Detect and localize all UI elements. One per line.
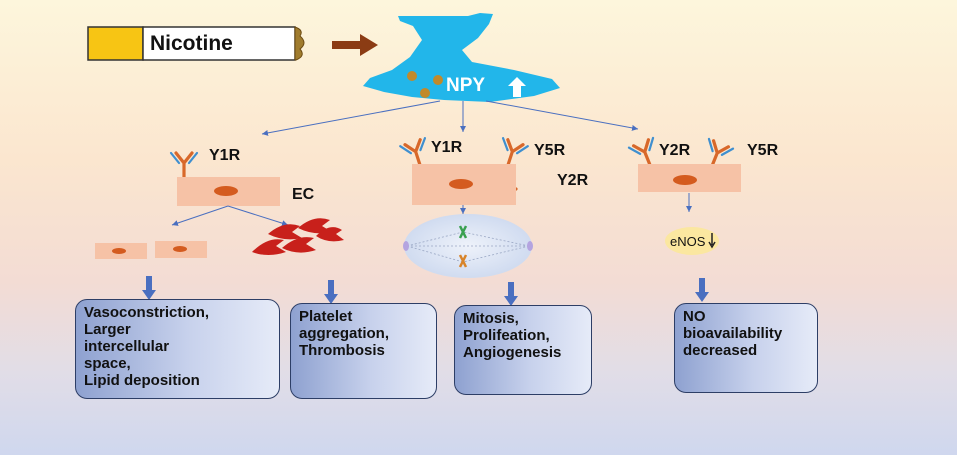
cell-label-ec: EC <box>292 186 315 203</box>
outcome-box-platelet: Platelet aggregation, Thrombosis <box>290 303 437 399</box>
cell-nucleus <box>214 186 238 196</box>
receptor-label-y2r: Y2R <box>659 142 691 159</box>
left-branch-graphics <box>95 151 344 259</box>
chromosome <box>458 225 468 239</box>
outcome-line: Platelet <box>299 308 353 325</box>
receptor-label-y5r: Y5R <box>534 142 566 159</box>
cell-nucleus <box>449 179 473 189</box>
receptor-label-y2r: Y2R <box>557 172 589 189</box>
center-branch-graphics <box>398 136 533 278</box>
outcome-line: NO <box>683 308 706 325</box>
spindle-fibers <box>406 231 530 263</box>
branch-arrow-right <box>485 100 639 131</box>
cell-nucleus <box>112 248 126 254</box>
outcome-line: bioavailability <box>683 325 783 342</box>
receptor-label-y1r: Y1R <box>431 139 463 156</box>
cell-nucleus <box>173 246 187 252</box>
vesicle <box>433 75 443 85</box>
outcome-line: decreased <box>683 342 758 359</box>
split-arrow <box>227 205 289 227</box>
chromosome <box>458 254 468 268</box>
outcome-line: Prolifeation, <box>463 327 550 344</box>
npy-label: NPY <box>446 75 486 96</box>
branch-arrow-left <box>261 100 441 136</box>
outcome-box-no-bioavailability: NO bioavailability decreased <box>674 303 818 393</box>
platelet-cluster <box>252 218 344 255</box>
outcome-box-vasoconstriction: Vasoconstriction, Larger intercellular s… <box>75 299 280 399</box>
receptor-antibody <box>169 151 199 179</box>
enos-label: eNOS <box>670 234 706 249</box>
nicotine-label: Nicotine <box>150 32 233 55</box>
centrosome <box>527 241 533 251</box>
outcome-line: intercellular <box>84 338 170 355</box>
outcome-box-mitosis: Mitosis, Prolifeation, Angiogenesis <box>454 305 592 395</box>
nicotine-cigarette <box>87 26 305 61</box>
receptor-label-y5r: Y5R <box>747 142 779 159</box>
vesicle <box>420 88 430 98</box>
down-arrow-icon <box>708 233 716 249</box>
split-arrow <box>171 205 229 226</box>
nicotine-arrow <box>332 34 378 56</box>
outcome-line: Larger <box>84 321 131 338</box>
outcome-line: Mitosis, <box>463 310 519 327</box>
outcome-line: aggregation, <box>299 325 390 342</box>
outcome-arrows <box>142 276 709 306</box>
block-arrow <box>324 280 338 304</box>
outcome-line: Angiogenesis <box>463 344 562 361</box>
right-branch-graphics <box>627 136 741 255</box>
block-arrow <box>504 282 518 306</box>
block-arrow <box>695 278 709 302</box>
receptor-label-y1r: Y1R <box>209 147 241 164</box>
cell-nucleus <box>673 175 697 185</box>
enos-ellipse <box>665 227 719 255</box>
outcome-line: space, <box>84 355 131 372</box>
centrosome <box>403 241 409 251</box>
outcome-line: Lipid deposition <box>84 372 200 389</box>
vesicle <box>407 71 417 81</box>
outcome-line: Vasoconstriction, <box>84 304 210 321</box>
up-arrow-icon <box>508 77 526 97</box>
outcome-line: Thrombosis <box>299 342 385 359</box>
block-arrow <box>142 276 156 300</box>
